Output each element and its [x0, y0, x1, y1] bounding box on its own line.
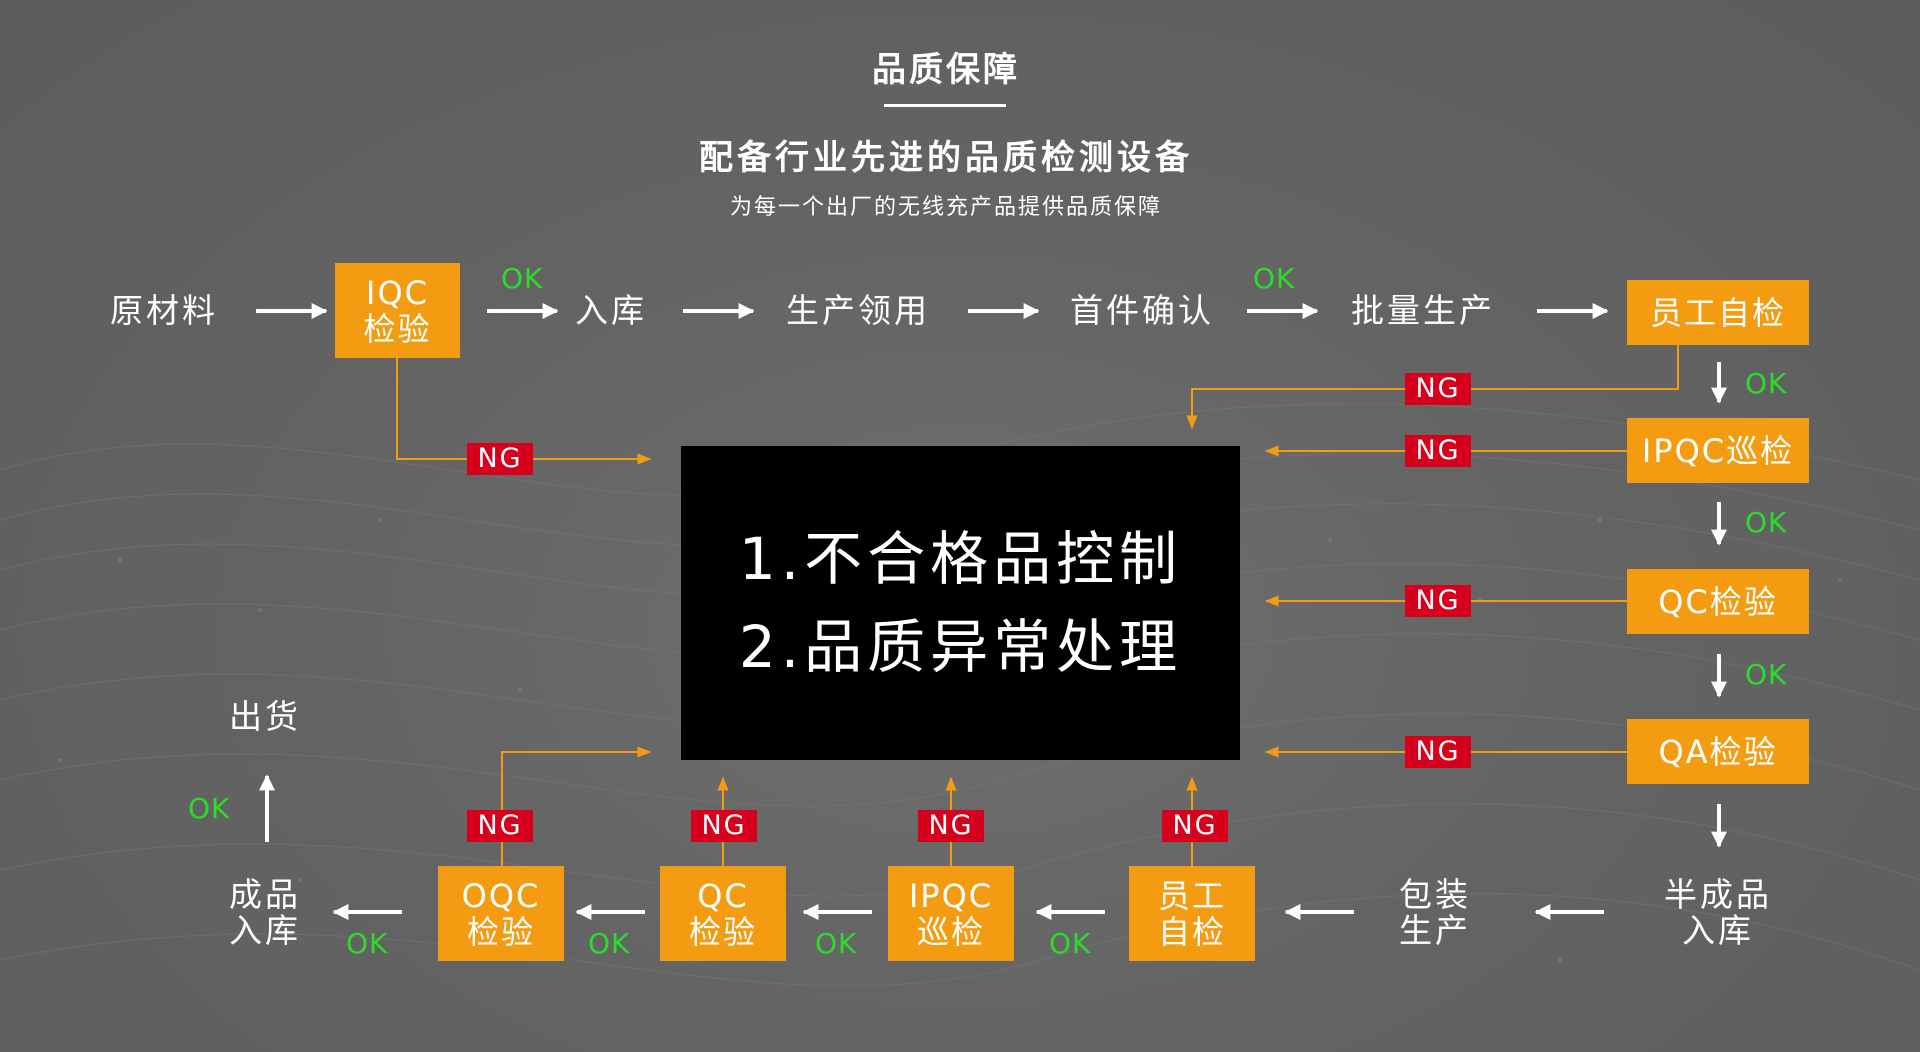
- ok-label-finished-goods: OK: [188, 792, 231, 825]
- node-qc-bottom: QC 检验: [660, 866, 786, 961]
- center-line-2: 2.品质异常处理: [738, 613, 1183, 681]
- ok-label-self-check: OK: [1745, 367, 1788, 400]
- qc-inspection-label: QC检验: [1658, 582, 1778, 621]
- packing-line2: 生产: [1399, 911, 1471, 950]
- warehousing-label: 入库: [575, 291, 647, 330]
- self-check-bottom-line1: 员工: [1157, 876, 1226, 915]
- ok-label-qc: OK: [1745, 658, 1788, 691]
- iqc-label-line2: 检验: [363, 309, 432, 348]
- node-warehousing: 入库: [571, 290, 651, 332]
- ok-label-ipqc: OK: [1745, 506, 1788, 539]
- node-shipment: 出货: [215, 696, 315, 738]
- center-line-1: 1.不合格品控制: [738, 525, 1183, 593]
- node-semi-finished: 半成品 入库: [1650, 875, 1786, 951]
- ng-badge-self-check-bottom: NG: [1162, 810, 1228, 842]
- ng-line-oqc: [501, 746, 652, 866]
- semi-finished-line1: 半成品: [1664, 875, 1772, 914]
- ok-label-first-article: OK: [1253, 262, 1296, 295]
- node-iqc: IQC 检验: [335, 263, 460, 358]
- node-qc-inspection: QC检验: [1627, 569, 1809, 634]
- node-packing: 包装 生产: [1380, 875, 1490, 951]
- ok-label-qc-bottom: OK: [588, 927, 631, 960]
- ok-label-ipqc-bottom: OK: [815, 927, 858, 960]
- node-ipqc-bottom: IPQC 巡检: [888, 866, 1014, 961]
- raw-material-label: 原材料: [110, 291, 218, 330]
- ng-badge-ipqc-bottom: NG: [918, 810, 984, 842]
- node-raw-material: 原材料: [108, 290, 220, 332]
- ng-badge-oqc: NG: [467, 810, 533, 842]
- ng-badge-self-check-top: NG: [1405, 373, 1471, 405]
- semi-finished-line2: 入库: [1682, 911, 1754, 950]
- shipment-label: 出货: [229, 697, 301, 736]
- ok-label-self-check-bottom: OK: [1049, 927, 1092, 960]
- ipqc-bottom-line1: IPQC: [908, 876, 994, 915]
- page-tagline: 为每一个出厂的无线充产品提供品质保障: [729, 195, 1162, 220]
- ipqc-bottom-line2: 巡检: [916, 912, 985, 951]
- node-ipqc-patrol: IPQC巡检: [1627, 418, 1809, 483]
- node-production-pick: 生产领用: [780, 290, 936, 332]
- node-qa-inspection: QA检验: [1627, 719, 1809, 784]
- ng-badge-qc: NG: [1405, 585, 1471, 617]
- self-check-top-label: 员工自检: [1649, 293, 1786, 332]
- node-self-check-bottom: 员工 自检: [1129, 866, 1255, 961]
- node-finished-goods: 成品 入库: [215, 875, 315, 951]
- finished-goods-line1: 成品: [229, 875, 301, 914]
- packing-line1: 包装: [1399, 875, 1471, 914]
- mass-production-label: 批量生产: [1351, 291, 1495, 330]
- node-mass-production: 批量生产: [1345, 290, 1501, 332]
- ng-badge-qa: NG: [1405, 736, 1471, 768]
- ng-badge-ipqc: NG: [1405, 435, 1471, 467]
- node-first-article: 首件确认: [1064, 290, 1220, 332]
- qc-bottom-line1: QC: [697, 876, 749, 915]
- page-subtitle: 配备行业先进的品质检测设备: [699, 138, 1193, 178]
- ng-badge-iqc: NG: [467, 443, 533, 475]
- oqc-line1: OQC: [461, 876, 541, 915]
- ok-label-iqc: OK: [501, 262, 544, 295]
- oqc-line2: 检验: [466, 912, 535, 951]
- page-title: 品质保障: [872, 50, 1020, 90]
- ng-badge-qc-bottom: NG: [691, 810, 757, 842]
- first-article-label: 首件确认: [1070, 291, 1214, 330]
- finished-goods-line2: 入库: [229, 911, 301, 950]
- iqc-label-line1: IQC: [366, 273, 429, 312]
- self-check-bottom-line2: 自检: [1157, 912, 1226, 951]
- qa-inspection-label: QA检验: [1658, 732, 1778, 771]
- production-pick-label: 生产领用: [786, 291, 930, 330]
- title-underline: [884, 104, 1006, 107]
- ok-label-oqc: OK: [346, 927, 389, 960]
- node-oqc: OQC 检验: [438, 866, 564, 961]
- node-self-check-top: 员工自检: [1627, 280, 1809, 345]
- ng-line-iqc: [396, 357, 652, 465]
- qc-bottom-line2: 检验: [688, 912, 757, 951]
- nonconformance-control-box: 1.不合格品控制 2.品质异常处理: [681, 446, 1240, 760]
- ipqc-patrol-label: IPQC巡检: [1641, 431, 1795, 470]
